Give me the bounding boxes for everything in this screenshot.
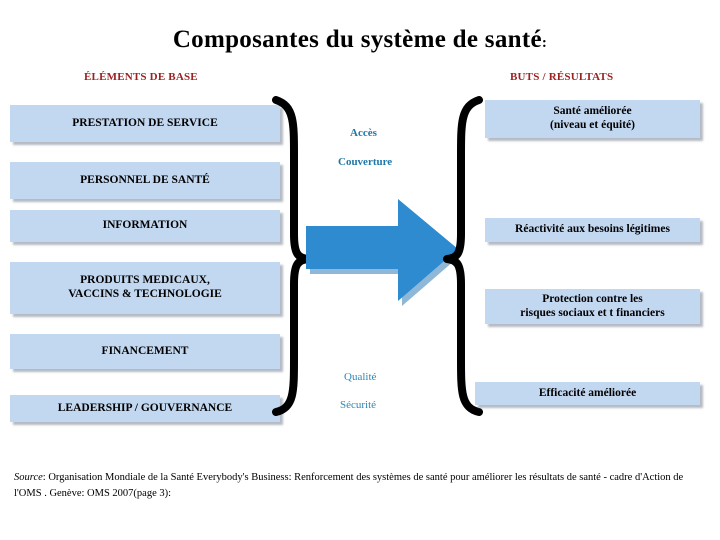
building-block-box[interactable]: LEADERSHIP / GOUVERNANCE [10, 395, 280, 422]
source-citation: Source: Organisation Mondiale de la Sant… [14, 470, 704, 503]
building-block-box[interactable]: FINANCEMENT [10, 334, 280, 369]
column-header-right: BUTS / RÉSULTATS [510, 71, 614, 83]
middle-label-securite: Sécurité [340, 399, 377, 411]
source-label: Source [14, 472, 43, 483]
building-block-box[interactable]: PERSONNEL DE SANTÉ [10, 162, 280, 199]
goal-outcome-box[interactable]: Santé améliorée (niveau et équité) [485, 100, 700, 138]
goal-outcome-box[interactable]: Efficacité améliorée [475, 382, 700, 405]
building-block-box[interactable]: PRODUITS MEDICAUX, VACCINS & TECHNOLOGIE [10, 262, 280, 314]
middle-label-acces: Accès [350, 127, 377, 139]
page-title-text: Composantes du système de santé [172, 26, 542, 53]
building-block-box[interactable]: PRESTATION DE SERVICE [10, 105, 280, 142]
column-header-left: ÉLÉMENTS DE BASE [84, 71, 198, 83]
source-text: : Organisation Mondiale de la Santé Ever… [14, 472, 684, 500]
goal-outcome-box[interactable]: Protection contre les risques sociaux et… [485, 289, 700, 324]
right-arrow-icon [302, 195, 462, 310]
middle-label-qualite: Qualité [344, 371, 377, 383]
opening-brace-shape [443, 96, 483, 416]
goal-outcome-box[interactable]: Réactivité aux besoins légitimes [485, 218, 700, 242]
middle-label-couverture: Couverture [338, 156, 393, 168]
page-title: Composantes du système de santé: [0, 26, 720, 54]
page-title-colon: : [541, 35, 548, 51]
building-block-box[interactable]: INFORMATION [10, 210, 280, 242]
